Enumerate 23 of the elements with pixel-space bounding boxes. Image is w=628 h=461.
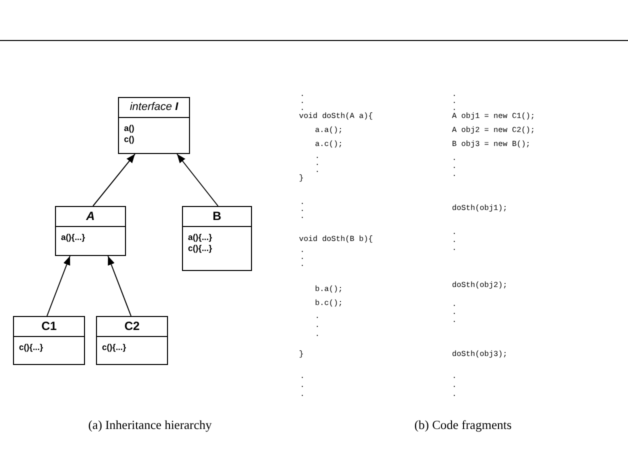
class-name: C1 (41, 319, 57, 333)
class-name: A (86, 209, 95, 223)
class-name: C2 (124, 319, 140, 333)
inheritance-arrow (108, 256, 132, 316)
inheritance-arrow (46, 256, 70, 316)
class-box (96, 316, 168, 365)
method-name: c(){...} (19, 342, 44, 353)
class-name: B (212, 209, 222, 223)
method-name: a(){...} (61, 232, 86, 243)
class-box (13, 316, 85, 365)
method-name: a() (124, 123, 136, 134)
class-box (118, 97, 190, 154)
inheritance-arrow (176, 154, 218, 206)
class-name: interface I (130, 101, 178, 113)
method-name: a(){...} (188, 232, 214, 243)
method-name: c(){...} (188, 243, 214, 254)
class-box (55, 206, 126, 256)
method-name: c(){...} (102, 342, 128, 353)
caption: (b) Code fragments (414, 418, 512, 433)
method-name: c() (124, 134, 136, 145)
class-box (182, 206, 252, 271)
caption: (a) Inheritance hierarchy (88, 418, 212, 433)
inheritance-arrow (92, 154, 136, 206)
